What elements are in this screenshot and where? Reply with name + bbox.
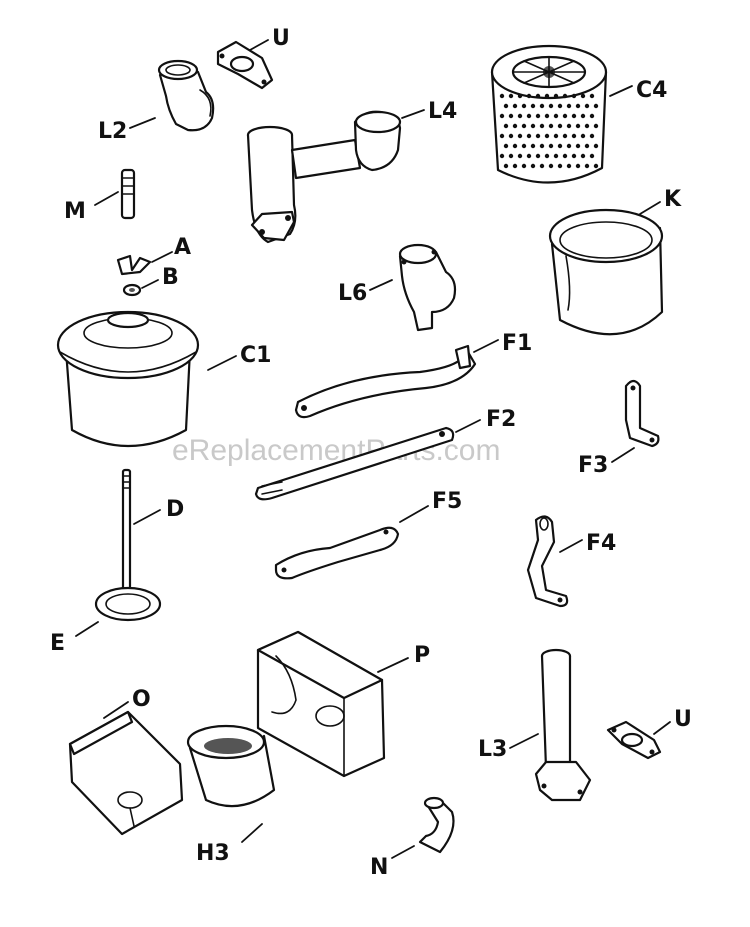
housing-p [256, 630, 386, 778]
tube-l4 [246, 110, 402, 244]
label-c4: C4 [636, 78, 667, 103]
rod-d [121, 468, 132, 612]
label-p: P [414, 643, 430, 668]
label-e: E [50, 631, 65, 656]
gasket-u-bottom [606, 720, 662, 760]
wing-nut-a [116, 254, 152, 276]
label-c1: C1 [240, 343, 271, 368]
washer-b [122, 283, 142, 297]
label-f1: F1 [502, 331, 532, 356]
label-a: A [174, 235, 191, 260]
label-l2: L2 [98, 119, 127, 144]
hose-n [418, 796, 455, 854]
label-l4: L4 [428, 99, 457, 124]
label-k: K [664, 187, 682, 212]
label-m: M [64, 199, 86, 224]
elbow-l6 [398, 243, 457, 332]
strap-f5 [274, 526, 400, 580]
label-d: D [166, 497, 184, 522]
filter-c4 [490, 44, 608, 184]
strap-f2 [254, 426, 455, 501]
gasket-e [94, 586, 162, 622]
label-b: B [162, 265, 179, 290]
cover-c1 [56, 310, 200, 448]
label-f4: F4 [586, 531, 616, 556]
label-l6: L6 [338, 281, 367, 306]
stud-m [120, 168, 136, 220]
label-f2: F2 [486, 407, 516, 432]
bracket-f1 [294, 344, 477, 419]
label-f5: F5 [432, 489, 462, 514]
label-n: N [370, 855, 388, 880]
elbow-l2 [157, 59, 215, 132]
bracket-f4 [526, 515, 569, 608]
label-f3: F3 [578, 453, 608, 478]
label-o: O [132, 687, 151, 712]
pipe-l3 [534, 648, 592, 802]
label-u-bottom: U [674, 707, 692, 732]
gasket-u-top [216, 40, 274, 90]
label-u-top: U [272, 26, 290, 51]
bracket-f3 [624, 379, 660, 448]
cover-o [68, 710, 184, 836]
ring-k [548, 208, 664, 336]
sleeve-h3 [186, 724, 276, 808]
label-l3: L3 [478, 737, 507, 762]
label-h3: H3 [196, 841, 230, 866]
